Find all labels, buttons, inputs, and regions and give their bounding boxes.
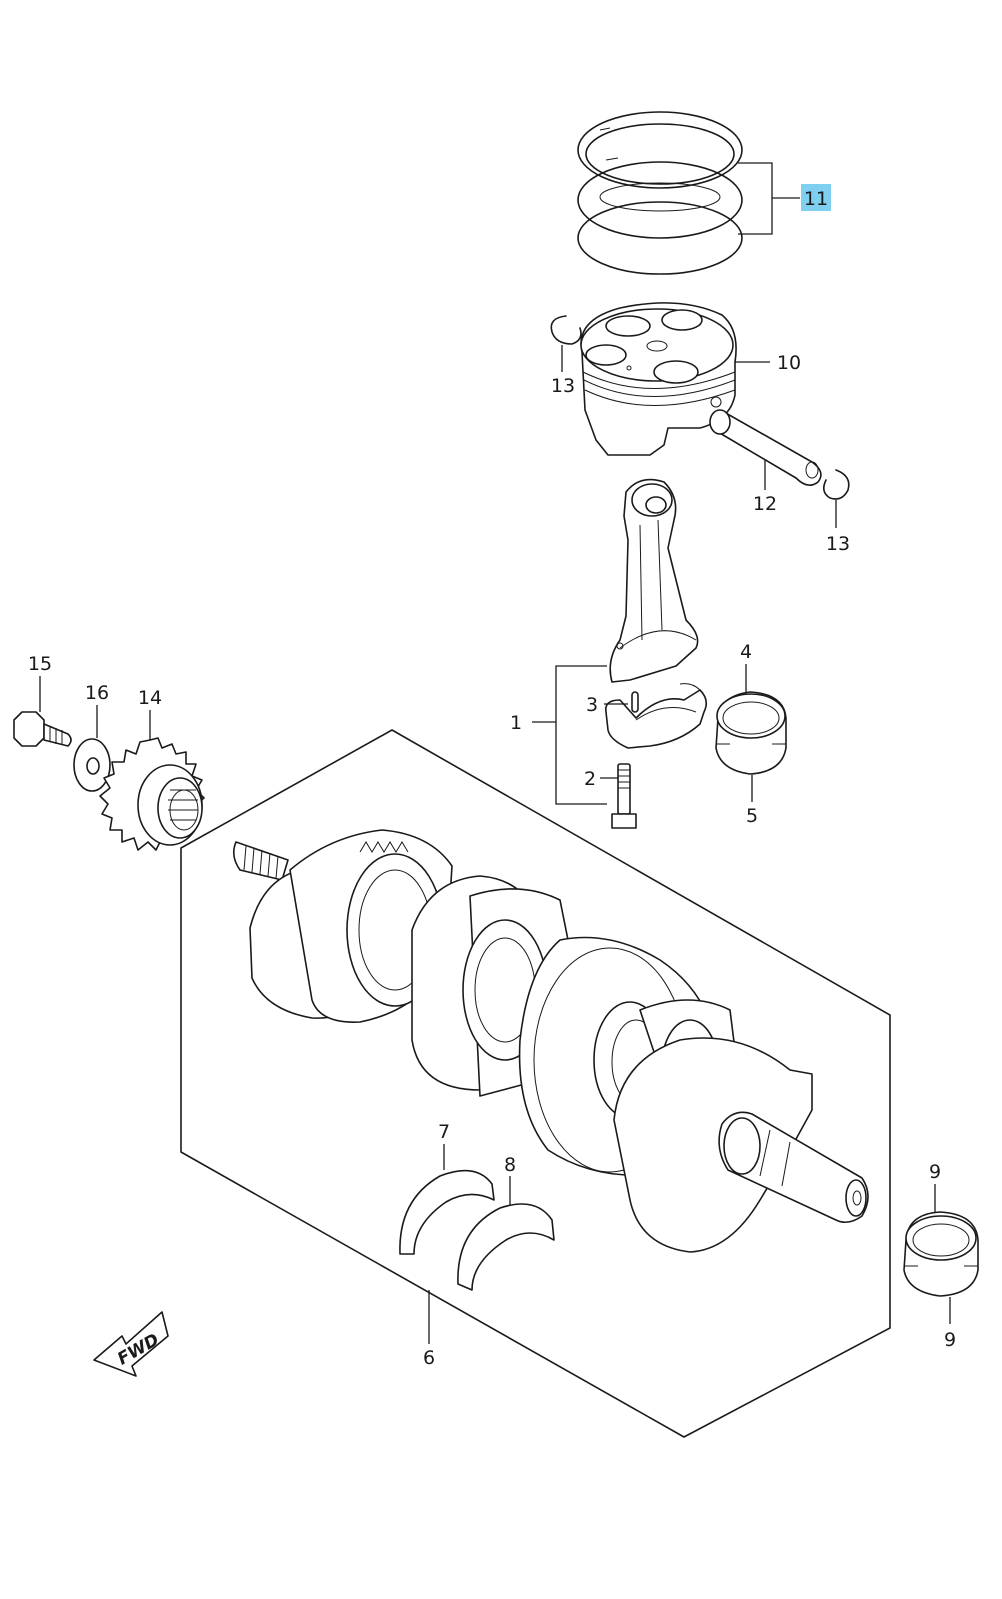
label-16[interactable]: 16	[85, 682, 109, 704]
fwd-arrow: FWD	[93, 1311, 169, 1377]
label-5[interactable]: 5	[746, 805, 758, 827]
label-10[interactable]: 10	[777, 352, 801, 374]
label-1[interactable]: 1	[510, 712, 522, 734]
callout-11-highlighted[interactable]: 11	[801, 184, 831, 211]
label-3[interactable]: 3	[586, 694, 598, 716]
flange-bolt	[13, 711, 72, 747]
label-11: 11	[804, 188, 828, 210]
label-14[interactable]: 14	[138, 687, 162, 709]
circlip-lower	[822, 469, 850, 500]
label-4[interactable]: 4	[740, 641, 752, 663]
timing-gear	[99, 737, 205, 851]
label-13-lower[interactable]: 13	[826, 533, 850, 555]
rod-bearing-pair	[715, 691, 787, 775]
crankshaft	[232, 829, 869, 1253]
label-9-lower[interactable]: 9	[944, 1329, 956, 1351]
label-2[interactable]: 2	[584, 768, 596, 790]
label-15[interactable]: 15	[28, 653, 52, 675]
thrust-washers	[399, 1169, 555, 1291]
label-13-upper[interactable]: 13	[551, 375, 575, 397]
label-12[interactable]: 12	[753, 493, 777, 515]
piston	[580, 302, 737, 456]
crankshaft-enclosure	[180, 729, 891, 1438]
label-6[interactable]: 6	[423, 1347, 435, 1369]
piston-rings	[577, 111, 743, 275]
label-9-upper[interactable]: 9	[929, 1161, 941, 1183]
circlip-upper	[550, 315, 582, 345]
connecting-rod	[604, 478, 708, 829]
piston-pin	[709, 409, 822, 486]
label-7[interactable]: 7	[438, 1121, 450, 1143]
washer	[73, 738, 111, 792]
main-bearing-pair	[903, 1211, 979, 1297]
label-8[interactable]: 8	[504, 1154, 516, 1176]
